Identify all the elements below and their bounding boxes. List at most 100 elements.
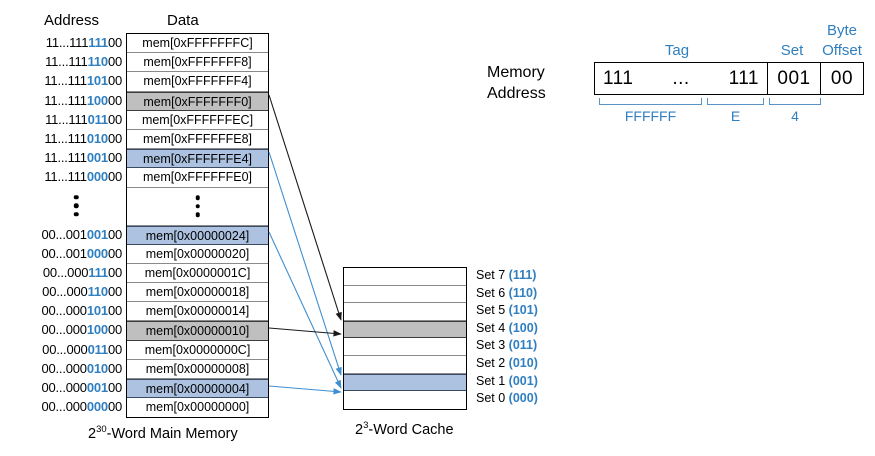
set-hex-bracket xyxy=(769,98,821,105)
offset-field-title: Offset xyxy=(822,42,862,59)
set-field-title: Set xyxy=(780,42,804,59)
address-row: 11...11110100 xyxy=(30,71,122,90)
cache-set-name: Set 1 xyxy=(476,373,509,388)
address-set-bits: 000 xyxy=(86,169,108,185)
memory-row: mem[0x00000010] xyxy=(127,321,268,341)
cache-set-label: Set 3 (011) xyxy=(476,337,538,355)
memory-row: mem[0xFFFFFFF4] xyxy=(127,72,268,92)
arrow-00000010-to-set4 xyxy=(268,327,342,337)
address-row: 00...00010100 xyxy=(30,301,122,320)
address-set-bits: 110 xyxy=(87,54,109,70)
cache-set-binary: (000) xyxy=(508,391,538,406)
memory-row: mem[0x00000020] xyxy=(127,244,268,264)
address-set-bits: 001 xyxy=(86,150,108,166)
address-tag-bits: 11...111 xyxy=(45,54,88,70)
address-row: 00...00100100 xyxy=(30,225,122,244)
address-offset-bits: 00 xyxy=(107,130,122,146)
cache-set-label: Set 0 (000) xyxy=(476,390,538,408)
cache-set-name: Set 5 xyxy=(476,303,509,318)
address-set-bits: 011 xyxy=(87,111,109,127)
address-set-bits: 011 xyxy=(87,341,109,357)
arrow-00000024-to-set1 xyxy=(268,231,342,389)
memory-row: mem[0xFFFFFFFC] xyxy=(127,34,268,54)
memory-address-label: Memory Address xyxy=(487,62,546,104)
address-row: 11...11101000 xyxy=(30,129,122,148)
cache-set-row xyxy=(344,268,466,286)
address-offset-bits: 00 xyxy=(107,54,122,70)
address-offset-bits: 00 xyxy=(107,169,122,185)
address-field-strip: 111 ... 111 001 00 xyxy=(594,62,864,95)
address-tag-bits: 11...111 xyxy=(44,150,87,166)
memory-row: mem[0xFFFFFFF8] xyxy=(127,53,268,73)
address-set-bits: 010 xyxy=(86,130,108,146)
cache-set-name: Set 2 xyxy=(476,355,509,370)
address-tag-bits: 00...000 xyxy=(41,303,87,319)
cache-set-row xyxy=(344,320,466,339)
memory-row: mem[0xFFFFFFE4] xyxy=(127,149,268,169)
tag-field-left-bits: 111 xyxy=(603,67,634,89)
address-row: 11...11111000 xyxy=(30,52,122,71)
cache-caption-base: 2 xyxy=(355,421,364,438)
address-row: 00...00011100 xyxy=(30,263,122,282)
address-offset-bits: 00 xyxy=(107,284,122,300)
address-tag-bits: 00...000 xyxy=(41,399,87,415)
cache-caption-exponent: 3 xyxy=(363,420,369,431)
address-set-bits: 111 xyxy=(88,264,108,280)
address-offset-bits: 00 xyxy=(107,35,122,50)
address-row: 11...11110000 xyxy=(30,91,122,110)
address-tag-bits: 11...111 xyxy=(44,92,87,108)
cache-set-label: Set 7 (111) xyxy=(476,267,538,285)
address-set-bits: 101 xyxy=(86,73,108,89)
cache-set-labels: Set 7 (111)Set 6 (110)Set 5 (101)Set 4 (… xyxy=(476,267,538,408)
address-row: 00...00001100 xyxy=(30,340,122,359)
address-offset-bits: 00 xyxy=(107,399,122,415)
cache-set-binary: (100) xyxy=(508,320,538,335)
cache-set-label: Set 2 (010) xyxy=(476,355,538,373)
cache-set-row xyxy=(344,338,466,356)
tag-field: 111 ... 111 xyxy=(595,63,768,94)
address-offset-bits: 00 xyxy=(107,73,122,89)
address-offset-bits: 00 xyxy=(107,226,122,242)
address-row: 00...00100000 xyxy=(30,244,122,263)
cache-caption: 23-Word Cache xyxy=(355,420,454,438)
tag-field-title: Tag xyxy=(664,42,690,59)
memory-row: mem[0x00000000] xyxy=(127,398,268,418)
address-set-bits: 111 xyxy=(88,35,108,50)
address-offset-bits: 00 xyxy=(107,92,122,108)
memory-row: mem[0x00000008] xyxy=(127,359,268,379)
memory-row: mem[0xFFFFFFE8] xyxy=(127,129,268,150)
cache-set-name: Set 0 xyxy=(476,391,509,406)
memory-row: mem[0x00000014] xyxy=(127,302,268,322)
address-set-bits: 000 xyxy=(86,245,108,261)
cache-set-binary: (010) xyxy=(508,355,538,370)
main-memory-caption-rest: -Word Main Memory xyxy=(106,425,238,442)
memory-row: mem[0x00000024] xyxy=(127,225,268,245)
memory-ellipsis xyxy=(127,187,268,226)
cache-set-row xyxy=(344,391,466,409)
address-offset-bits: 00 xyxy=(107,111,122,127)
set-hex-value: 4 xyxy=(791,108,799,124)
address-tag-bits: 00...001 xyxy=(41,226,87,242)
address-offset-bits: 00 xyxy=(107,322,122,338)
address-set-bits: 001 xyxy=(86,380,108,395)
address-offset-bits: 00 xyxy=(107,380,122,395)
cache-set-name: Set 6 xyxy=(476,285,509,300)
address-tag-bits: 00...000 xyxy=(41,322,87,338)
data-column-header: Data xyxy=(167,12,199,29)
address-tag-bits: 00...000 xyxy=(42,284,88,300)
cache-set-binary: (001) xyxy=(508,373,538,388)
address-tag-bits: 00...000 xyxy=(42,264,89,280)
address-offset-bits: 00 xyxy=(107,360,122,376)
tag-hex-bracket xyxy=(599,98,702,105)
memory-row: mem[0x0000001C] xyxy=(127,263,268,284)
address-tag-bits: 00...001 xyxy=(41,245,87,261)
tag-field-right-bits: 111 xyxy=(728,67,759,89)
memory-row: mem[0xFFFFFFF0] xyxy=(127,91,268,111)
cache-set-binary: (111) xyxy=(508,268,537,282)
memory-address-label-line1: Memory xyxy=(487,64,545,81)
address-offset-bits: 00 xyxy=(107,341,122,357)
memory-address-label-line2: Address xyxy=(487,85,546,102)
address-column-header: Address xyxy=(44,12,100,29)
cache-set-label: Set 4 (100) xyxy=(476,320,538,338)
